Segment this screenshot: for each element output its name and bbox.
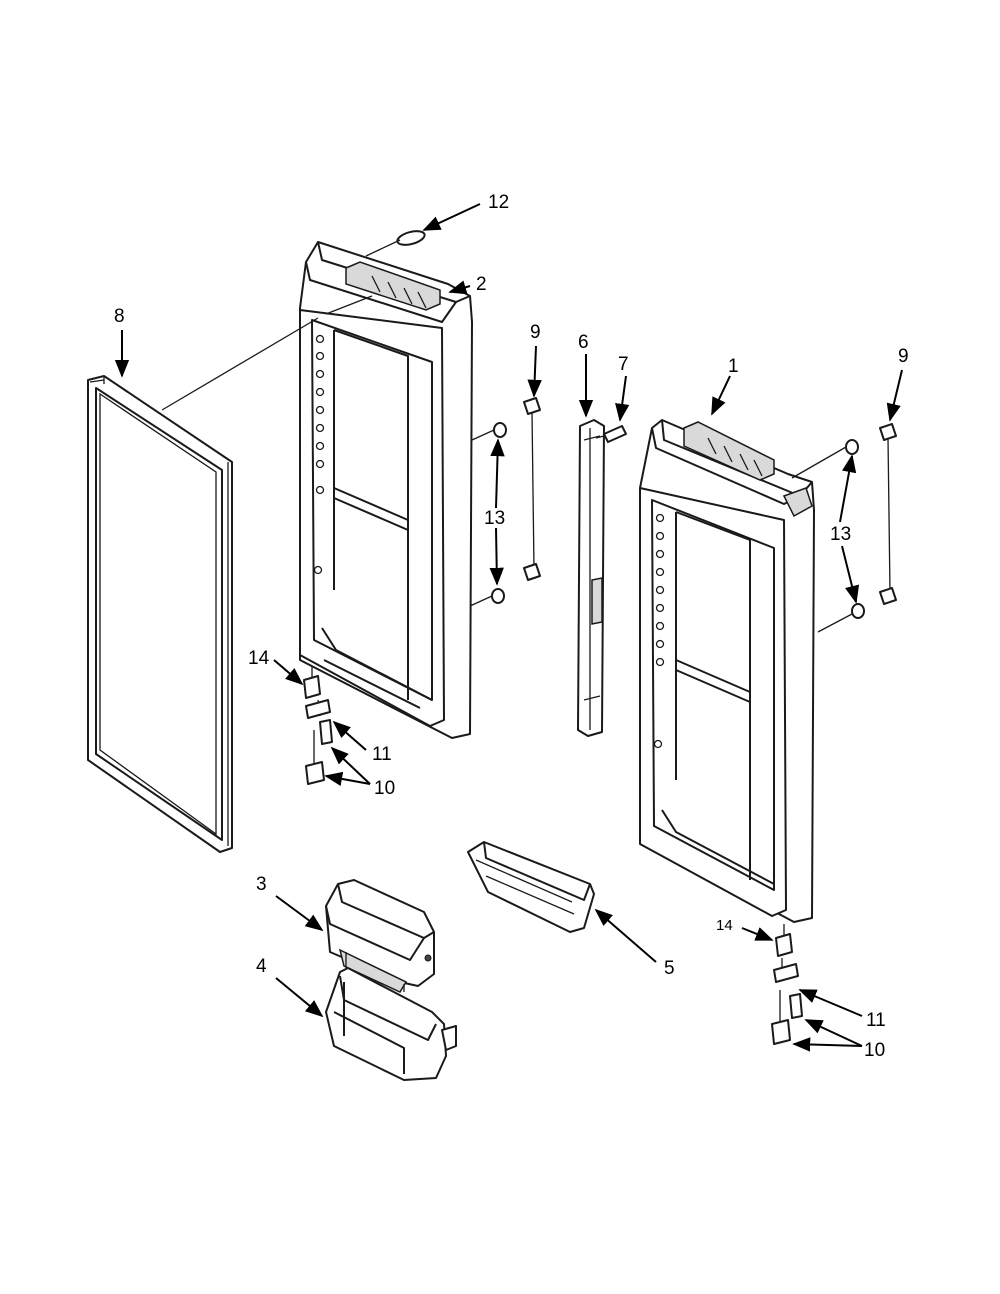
- callout-1: 1: [728, 356, 739, 377]
- left-hinge-hardware: [303, 666, 333, 785]
- callout-11-left: 11: [372, 744, 392, 765]
- callout-8: 8: [114, 306, 125, 327]
- right-hinge-hardware: [771, 924, 803, 1045]
- callout-7: 7: [618, 354, 629, 375]
- trim-strip: [577, 419, 605, 737]
- bin-base: [325, 952, 457, 1081]
- callout-13-right: 13: [830, 524, 851, 545]
- callout-labels: 12 2 8 9 13 6 7 1 9 13 14 11 10 3 4 5 14…: [114, 192, 909, 1061]
- callout-14-left: 14: [248, 648, 270, 669]
- right-handle-mount: [791, 423, 897, 633]
- callout-14-right: 14: [716, 917, 733, 934]
- callout-13-left: 13: [484, 508, 505, 529]
- callout-4: 4: [256, 956, 267, 977]
- callout-11-right: 11: [866, 1010, 886, 1031]
- door-bin: [467, 841, 595, 933]
- callout-2: 2: [476, 274, 487, 295]
- callout-3: 3: [256, 874, 267, 895]
- callout-5: 5: [664, 958, 675, 979]
- leaders: [114, 203, 903, 1052]
- callout-10-right: 10: [864, 1040, 885, 1061]
- screw-7: [595, 425, 627, 443]
- callout-9-right: 9: [898, 346, 909, 367]
- bin-cover: [325, 879, 435, 993]
- left-door-liner: [161, 241, 473, 739]
- callout-10-left: 10: [374, 778, 395, 799]
- right-door-liner: [639, 419, 815, 923]
- callout-12: 12: [488, 192, 509, 213]
- callout-6: 6: [578, 332, 589, 353]
- plug: [365, 230, 426, 257]
- callout-9-left: 9: [530, 322, 541, 343]
- door-gasket: [87, 375, 233, 853]
- left-handle-mount: [469, 397, 541, 607]
